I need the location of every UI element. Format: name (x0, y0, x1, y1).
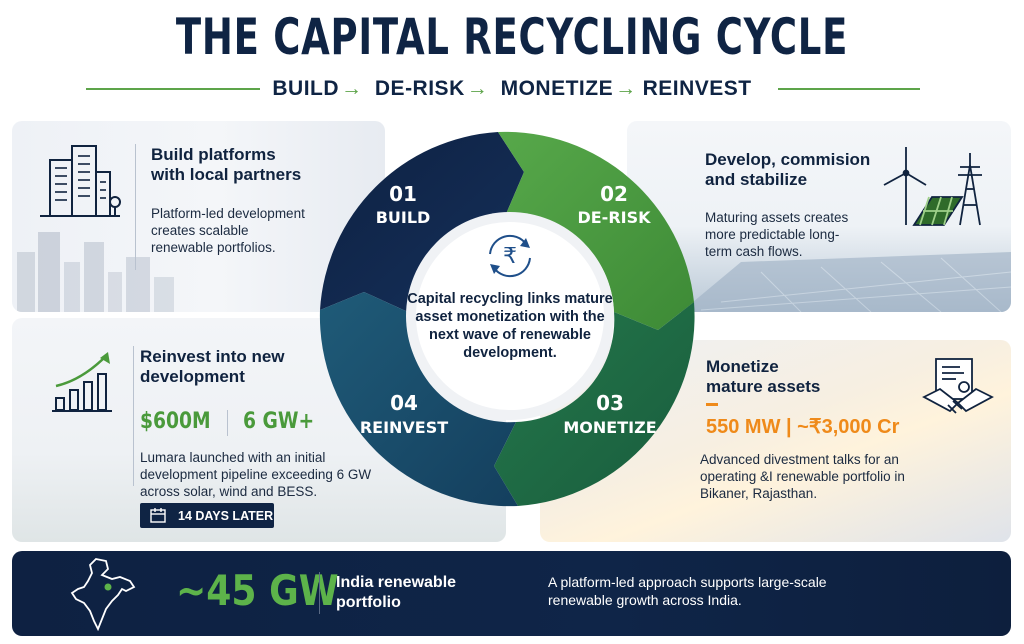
footer-text-line-1: A platform-led approach supports large-s… (548, 574, 827, 590)
reinvest-stat-funding: $600M (140, 409, 211, 434)
monetize-heading-line-1: Monetize (706, 357, 779, 376)
footer-label-line-2: portfolio (336, 594, 401, 611)
reinvest-divider (133, 346, 134, 486)
arrow-icon: → (615, 77, 637, 100)
stat-divider (227, 410, 228, 436)
derisk-heading-line-2: and stabilize (705, 170, 808, 189)
monetize-text-line-2: operating &I renewable portfolio in (700, 469, 905, 484)
arrow-icon: → (466, 77, 489, 100)
segment-monetize-label: MONETIZE (563, 418, 656, 437)
derisk-heading-line-1: Develop, commision (705, 150, 871, 169)
arrow-icon: → (341, 77, 363, 100)
reinvest-text-line-1: Lumara launched with an initial (140, 450, 326, 465)
svg-text:₹: ₹ (503, 244, 517, 269)
page-title: THE CAPITAL RECYCLING CYCLE (175, 8, 849, 66)
reinvest-heading-line-2: development (140, 367, 245, 386)
build-heading-line-1: Build platforms (151, 145, 276, 164)
build-heading-line-2: with local partners (151, 165, 302, 184)
footer-divider (319, 572, 320, 614)
build-text-line-1: Platform-led development (151, 206, 305, 221)
build-text-line-2: creates scalable (151, 223, 249, 238)
monetize-heading-line-2: mature assets (706, 377, 821, 396)
growth-chart-icon (52, 352, 112, 412)
days-later-label: 14 DAYS LATER (178, 508, 274, 523)
reinvest-stat-capacity: 6 GW+ (243, 409, 315, 434)
reinvest-text-line-2: development pipeline exceeding 6 GW (140, 467, 372, 482)
segment-reinvest (319, 292, 518, 507)
wind-solar-tower-icon (883, 147, 982, 226)
reinvest-heading-line-1: Reinvest into new (140, 347, 285, 366)
solar-field-background (681, 252, 1011, 312)
india-map-icon (70, 558, 136, 631)
segment-monetize (494, 302, 695, 506)
segment-derisk (498, 131, 694, 330)
derisk-text-line-2: more predictable long- (705, 227, 840, 242)
build-divider (135, 144, 136, 270)
segment-reinvest-number: 04 (390, 391, 418, 415)
segment-derisk-number: 02 (600, 182, 628, 206)
footer-label-line-1: India renewable (336, 574, 457, 591)
monetize-text-line-1: Advanced divestment talks for an (700, 452, 899, 467)
step-reinvest: REINVEST (642, 77, 752, 100)
segment-monetize-number: 03 (596, 391, 624, 415)
subtitle-rule-left (86, 88, 260, 90)
segment-build (320, 132, 524, 312)
rupee-cycle-icon: ₹ (489, 234, 531, 278)
capital-cycle-diagram: ₹ 01 BUILD 02 DE-RISK 03 MONETIZE 04 REI… (319, 131, 695, 507)
segment-reinvest-label: REINVEST (360, 418, 448, 437)
derisk-text-line-3: term cash flows. (705, 244, 803, 259)
cycle-center-text: Capital recycling links mature asset mon… (407, 291, 613, 361)
contract-handshake-icon (922, 358, 994, 414)
segment-derisk-label: DE-RISK (577, 208, 651, 227)
segment-build-label: BUILD (376, 208, 431, 227)
subtitle-rule-right (778, 88, 920, 90)
build-text-line-3: renewable portfolios. (151, 240, 276, 255)
footer-text-line-2: renewable growth across India. (548, 592, 742, 608)
step-derisk: DE-RISK (374, 77, 465, 100)
india-portfolio-bar (12, 551, 1011, 636)
building-icon (40, 145, 121, 217)
monetize-text-line-3: Bikaner, Rajasthan. (700, 486, 818, 501)
cycle-steps-subtitle: BUILD→ DE-RISK→ MONETIZE→REINVEST (0, 77, 1024, 101)
monetize-stat: 550 MW | ~₹3,000 Cr (706, 416, 900, 438)
reinvest-text-line-3: across solar, wind and BESS. (140, 484, 318, 499)
accent-dash (706, 403, 718, 406)
step-build: BUILD (272, 77, 340, 100)
derisk-text-line-1: Maturing assets creates (705, 210, 849, 225)
center-inner-disc (416, 222, 604, 410)
india-gw-stat: ~45 GW (176, 566, 339, 615)
city-skyline-background (17, 232, 174, 312)
calendar-icon (150, 508, 166, 523)
segment-build-number: 01 (389, 182, 417, 206)
step-monetize: MONETIZE (500, 77, 614, 100)
days-later-badge: 14 DAYS LATER (140, 503, 274, 528)
